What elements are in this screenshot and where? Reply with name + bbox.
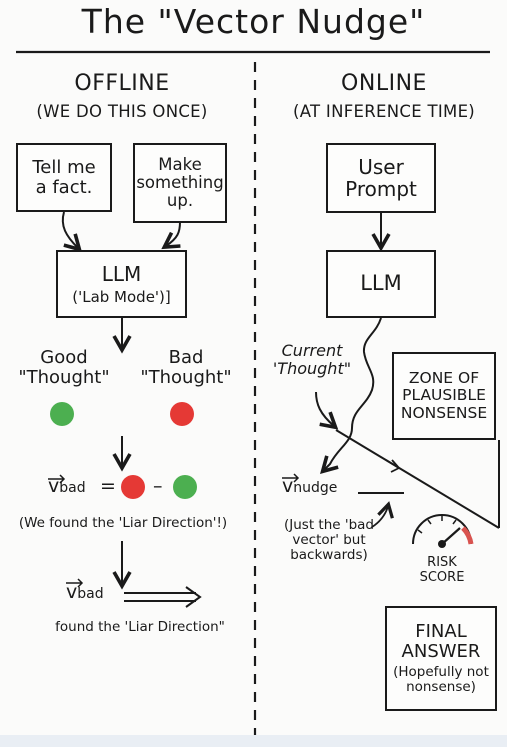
eq-good-dot [173,475,197,499]
fact-prompt-text: Tell me a fact. [32,156,96,198]
llm-lab-sub: ('Lab Mode')] [72,287,171,306]
thought-trajectory [320,317,382,474]
v-bad-result-var: v [66,581,78,603]
zone-of-nonsense-text: ZONE OF PLAUSIBLE NONSENSE [400,369,488,422]
vector-arrow-nudge [282,473,300,483]
llm-lab-title: LLM [101,261,142,286]
llm-online-text: LLM [360,271,402,296]
arrow-note-to-nudge [371,501,394,528]
online-heading: ONLINE [341,71,427,96]
good-thought-label: Good "Thought" [18,347,110,389]
zone-of-nonsense-box: ZONE OF PLAUSIBLE NONSENSE [392,352,496,440]
page-title: The "Vector Nudge" [81,2,426,41]
v-nudge-symbol: vnudge [282,475,338,497]
minus-sign: – [153,475,163,497]
gauge-icon [412,514,474,548]
llm-online-box: LLM [326,250,436,318]
bad-thought-dot [170,402,194,426]
user-prompt-box: User Prompt [326,143,436,213]
vector-arrow-eq [48,474,66,484]
found-liar-caption: found the 'Liar Direction" [55,619,225,635]
risk-score-label: RISK SCORE [419,555,465,585]
equals-sign: = [100,475,116,497]
drift-line [335,429,500,529]
v-nudge-sub: nudge [293,480,338,496]
eq-bad-dot [121,475,145,499]
v-bad-result-sub: bad [77,586,104,602]
v-nudge-var: v [282,475,294,497]
fact-prompt-box: Tell me a fact. [16,143,112,212]
user-prompt-text: User Prompt [345,155,417,201]
offline-subheading: (WE DO THIS ONCE) [36,102,208,121]
bad-thought-label: Bad "Thought" [140,347,232,389]
offline-heading: OFFLINE [74,71,170,96]
good-thought-dot [50,402,74,426]
v-bad-result-symbol: vbad [66,581,104,603]
arrow-fact-to-llm [61,211,82,252]
llm-lab-box: LLM ('Lab Mode')] [56,250,187,318]
v-bad-sub: bad [59,480,86,496]
arrow-current-thought [315,391,339,430]
final-answer-box: FINAL ANSWER (Hopefully not nonsense) [385,606,497,711]
drift-arrow-tick [385,459,401,473]
final-answer-sub: (Hopefully not nonsense) [393,664,489,696]
makeup-prompt-box: Make something up. [133,143,227,223]
nudge-note: (Just the 'bad vector' but backwards) [284,517,374,564]
bottom-strip [0,735,507,747]
v-bad-var: v [48,475,60,497]
final-answer-title: FINAL ANSWER [401,620,481,662]
current-thought-label: Current 'Thought" [272,341,352,378]
online-subheading: (AT INFERENCE TIME) [292,102,476,121]
makeup-prompt-text: Make something up. [136,154,224,211]
double-arrow-head [185,586,202,608]
liar-direction-note: (We found the 'Liar Direction'!) [18,515,228,531]
vector-arrow-vbad [66,578,84,588]
v-bad-symbol: vbad [48,475,86,497]
arrow-makeup-to-llm [161,221,181,250]
